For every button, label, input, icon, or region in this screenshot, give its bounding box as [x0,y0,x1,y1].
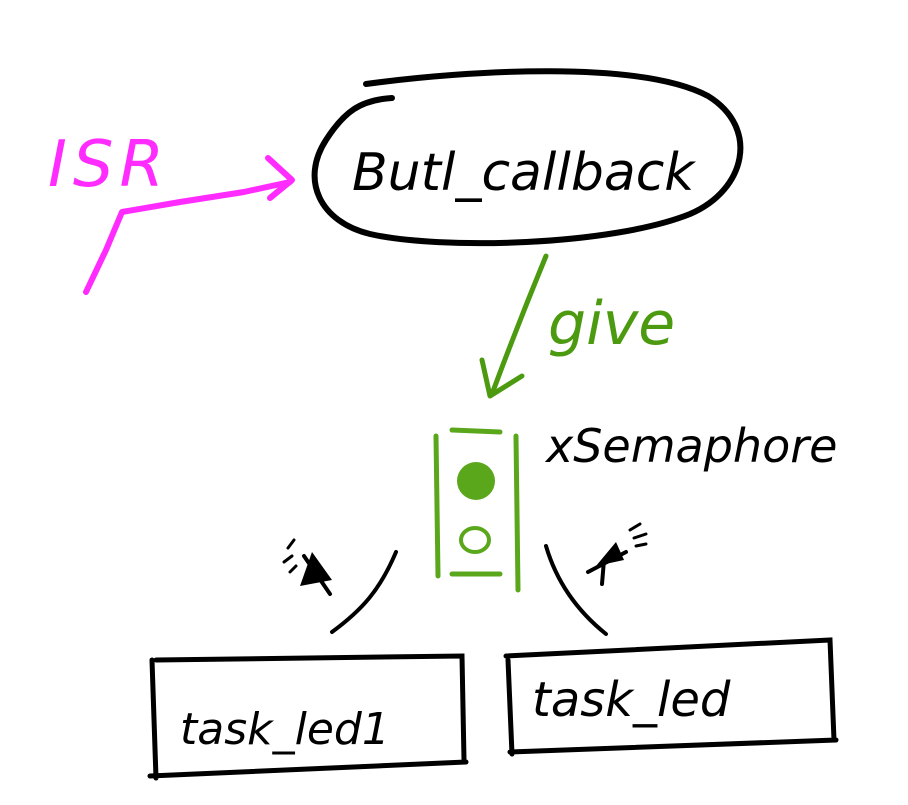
task-led-node: task_led [503,637,839,757]
task-led1-box [147,653,469,781]
muted-bell-icon [282,538,332,596]
give-label: give [548,289,675,359]
right-task-connector [544,544,608,636]
task-led1-node: task_led1 [147,653,469,781]
task-led1-label: task_led1 [180,704,390,755]
isr-arrow [83,155,295,295]
ringing-bell-icon [586,522,648,586]
callback-ellipse [311,68,744,247]
task-led-box [503,637,839,757]
give-arrow-line [489,253,549,397]
semaphore-top-line [449,427,503,435]
left-task-connector [330,550,398,634]
callback-label: Butl_callback [352,143,696,203]
isr-arrow-line [83,179,293,295]
give-arrow [479,253,549,399]
give-arrow-head [479,357,525,399]
task-led-label: task_led [532,672,731,728]
isr-arrow-head [265,155,295,201]
semaphore-token-empty [459,526,491,554]
callback-node: Butl_callback [311,68,744,247]
semaphore-right-bar [513,433,521,593]
semaphore-left-bar [433,433,441,579]
isr-label: ISR [48,128,170,202]
semaphore-token-filled [457,462,495,500]
semaphore-label: xSemaphore [544,419,837,473]
semaphore-symbol [433,427,521,593]
